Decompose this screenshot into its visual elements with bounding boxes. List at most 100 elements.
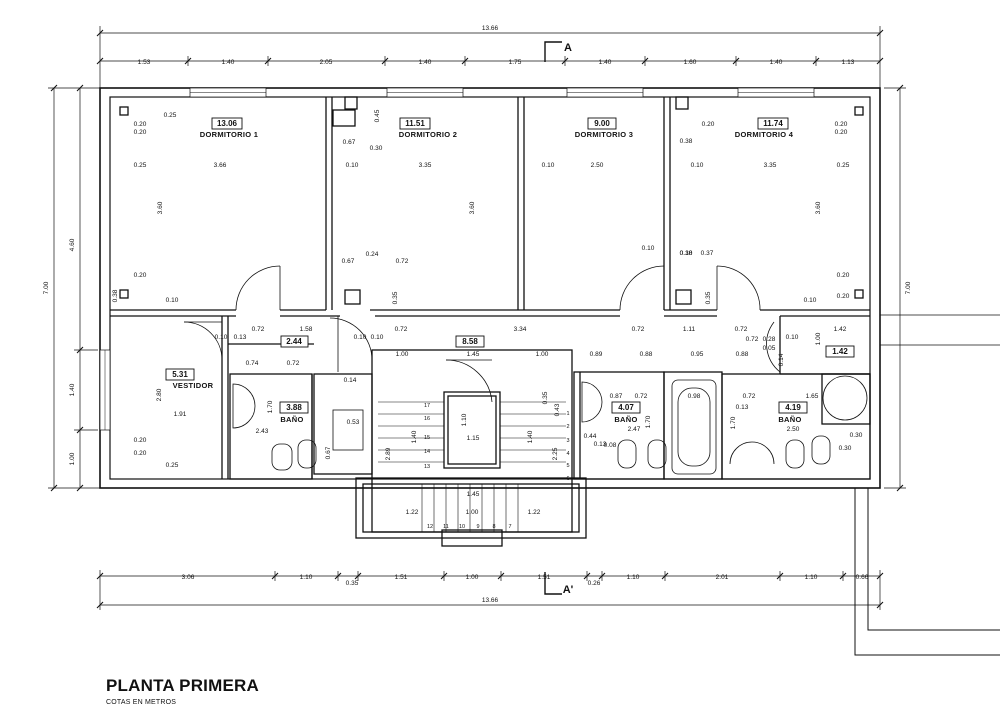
- interior-dim-d1: 0.25: [164, 112, 177, 119]
- interior-dim-d2: 3.60: [469, 201, 476, 214]
- plan-title: PLANTA PRIMERA: [106, 676, 259, 695]
- bottom-dimension: 0.26: [588, 580, 601, 587]
- bath-dim: 0.30: [839, 445, 852, 452]
- hallway-dim: 1.42: [834, 326, 847, 333]
- interior-dim-mid: 0.28: [763, 336, 776, 343]
- top-dimension: 1.13: [842, 59, 855, 66]
- bottom-dimension: 0.35: [346, 580, 359, 587]
- hallway-dim: 0.10: [215, 334, 228, 341]
- interior-dim-d3: 0.10: [542, 162, 555, 169]
- interior-dim-d3: 0.10: [642, 245, 655, 252]
- interior-dim-d4: 0.25: [837, 162, 850, 169]
- bath-dim: 0.72: [743, 393, 756, 400]
- bottom-dimension: 0.66: [856, 574, 869, 581]
- hallway-dim: 0.13: [234, 334, 247, 341]
- room-area: 5.31: [172, 370, 188, 379]
- bath-dim: 0.13: [594, 441, 607, 448]
- bottom-dimension: 1.00: [466, 574, 479, 581]
- interior-dim-d1: 0.20: [134, 121, 147, 128]
- top-dimension: 1.60: [684, 59, 697, 66]
- interior-dim-mid: 1.45: [467, 351, 480, 358]
- interior-dim-d4: 0.10: [691, 162, 704, 169]
- stair-dim: 1.10: [461, 413, 468, 426]
- stair-dim: 0.43: [554, 403, 561, 416]
- interior-dim-d4: 0.10: [804, 297, 817, 304]
- stair-dim: 2.89: [385, 447, 392, 460]
- room-name: DORMITORIO 3: [575, 130, 633, 139]
- interior-dim-mid: 0.89: [590, 351, 603, 358]
- dimension-ticks: [50, 29, 904, 609]
- area-boxes: [165, 117, 855, 414]
- circulation-area: 8.58: [462, 337, 478, 346]
- interior-dim-d1: 0.38: [112, 289, 119, 302]
- interior-dim-d1: 0.20: [134, 272, 147, 279]
- interior-dim-d4: 0.20: [702, 121, 715, 128]
- stair-step-number: 3: [566, 438, 569, 444]
- top-dimension: 1.40: [599, 59, 612, 66]
- interior-dim-mid: 1.91: [174, 411, 187, 418]
- interior-dim-d1: 0.20: [134, 437, 147, 444]
- interior-dim-mid: 2.80: [156, 388, 163, 401]
- stair-step-number: 9: [476, 524, 479, 530]
- stair-dim: 2.25: [552, 447, 559, 460]
- interior-dim-d2: 0.35: [392, 291, 399, 304]
- windows: [99, 87, 815, 431]
- interior-dim-d2: 0.67: [343, 139, 356, 146]
- stair-step-number: 7: [508, 524, 511, 530]
- stair-step-number: 13: [424, 464, 430, 470]
- hallway-dim: 1.11: [683, 326, 696, 333]
- bottom-dimension: 3.06: [182, 574, 195, 581]
- hallway-dim: 0.10: [354, 334, 367, 341]
- bottom-dimension: 2.01: [716, 574, 729, 581]
- bath-dim: 2.50: [787, 426, 800, 433]
- bath-dim: 0.87: [610, 393, 623, 400]
- interior-dim-mid: 0.88: [736, 351, 749, 358]
- hallway-dim: 1.58: [300, 326, 313, 333]
- overall-height-left: 7.00: [43, 281, 50, 294]
- overall-height-right: 7.00: [905, 281, 912, 294]
- stair-step-number: 17: [424, 403, 430, 409]
- interior-dim-mid: 1.00: [536, 351, 549, 358]
- stair-dim: 1.40: [411, 430, 418, 443]
- overall-width-bottom: 13.66: [482, 597, 499, 604]
- room-name: DORMITORIO 1: [200, 130, 258, 139]
- section-markers: [544, 41, 562, 595]
- room-area: 4.19: [785, 403, 801, 412]
- hallway-dim: 0.72: [252, 326, 265, 333]
- interior-dim-d1: 0.20: [134, 129, 147, 136]
- interior-dim-d4: 0.20: [835, 121, 848, 128]
- window-glass: [104, 92, 814, 430]
- bottom-dimension: 1.51: [538, 574, 551, 581]
- interior-dim-d4: 0.20: [837, 293, 850, 300]
- hallway-dim: 3.34: [514, 326, 527, 333]
- stair-step-number: 8: [492, 524, 495, 530]
- interior-dim-d1: 0.25: [134, 162, 147, 169]
- room-area: 9.00: [594, 119, 610, 128]
- room-name: BAÑO: [778, 415, 801, 424]
- hallway-dim: 0.72: [735, 326, 748, 333]
- interior-dim-d2: 0.45: [374, 109, 381, 122]
- stair-step-number: 15: [424, 435, 430, 441]
- title-block: PLANTA PRIMERA COTAS EN METROS: [106, 676, 259, 706]
- interior-dim-mid: 0.53: [347, 419, 360, 426]
- stair-dim: 1.00: [466, 509, 479, 516]
- interior-dim-mid: 0.72: [287, 360, 300, 367]
- bath-dim: 0.13: [736, 404, 749, 411]
- circulation-area: 1.42: [832, 347, 848, 356]
- bottom-dimension: 1.51: [395, 574, 408, 581]
- interior-dim-d2: 0.10: [346, 162, 359, 169]
- interior-dim-d1: 0.20: [134, 450, 147, 457]
- left-dim-low: 1.00: [69, 452, 76, 465]
- stair-dim: 1.15: [467, 435, 480, 442]
- interior-dim-mid: 0.74: [246, 360, 259, 367]
- room-name: DORMITORIO 2: [399, 130, 457, 139]
- room-area: 11.74: [763, 119, 783, 128]
- dimension-lines: [48, 26, 906, 610]
- bath-dim: 0.44: [584, 433, 597, 440]
- bath-dim: 0.08: [604, 442, 617, 449]
- stair-step-number: 1: [566, 411, 569, 417]
- interior-dim-d1: 0.10: [166, 297, 179, 304]
- interior-dim-mid: 0.67: [325, 446, 332, 459]
- interior-dim-d4: 0.20: [835, 129, 848, 136]
